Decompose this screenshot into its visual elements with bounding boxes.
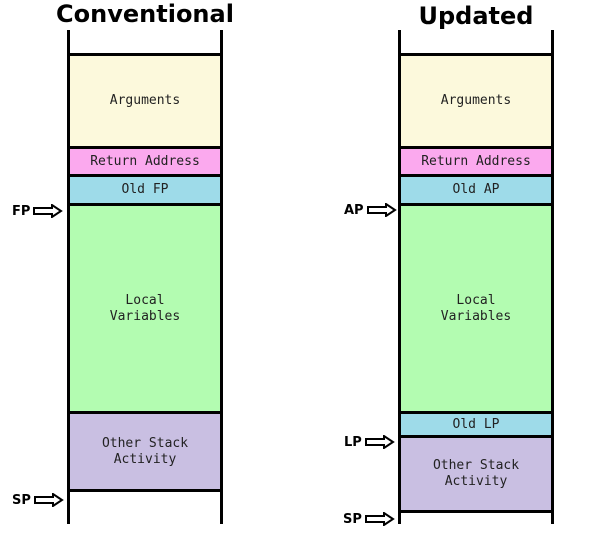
conventional-local-variables-block: Local Variables xyxy=(70,206,220,411)
right-arrow-icon xyxy=(364,512,395,526)
lp-pointer: LP xyxy=(344,434,395,450)
updated-other-stack-block: Other Stack Activity xyxy=(401,438,551,510)
conventional-arguments-block: Arguments xyxy=(70,56,220,146)
sp-pointer-conventional: SP xyxy=(12,492,64,508)
updated-old-ap-block: Old AP xyxy=(401,177,551,203)
updated-arguments-block: Arguments xyxy=(401,56,551,146)
conventional-right-rail xyxy=(220,30,223,524)
conventional-old-fp-block: Old FP xyxy=(70,177,220,203)
fp-pointer: FP xyxy=(12,203,64,219)
updated-left-rail xyxy=(398,30,401,524)
conventional-divider xyxy=(67,489,223,492)
sp-pointer-label: SP xyxy=(12,492,31,508)
sp-pointer-label: SP xyxy=(343,511,362,527)
updated-local-variables-block: Local Variables xyxy=(401,206,551,411)
updated-right-rail xyxy=(551,30,554,524)
conventional-other-stack-block: Other Stack Activity xyxy=(70,414,220,489)
updated-divider xyxy=(398,203,554,206)
lp-pointer-label: LP xyxy=(344,434,362,450)
ap-pointer-label: AP xyxy=(344,202,364,218)
conventional-return-address-block: Return Address xyxy=(70,149,220,174)
right-arrow-icon xyxy=(364,435,395,449)
updated-old-lp-block: Old LP xyxy=(401,414,551,435)
fp-pointer-label: FP xyxy=(12,203,31,219)
updated-divider xyxy=(398,411,554,414)
conventional-left-rail xyxy=(67,30,70,524)
updated-return-address-block: Return Address xyxy=(401,149,551,174)
right-arrow-icon xyxy=(33,493,64,507)
updated-divider xyxy=(398,510,554,513)
conventional-title: Conventional xyxy=(56,0,234,28)
ap-pointer: AP xyxy=(344,202,397,218)
conventional-divider xyxy=(67,174,223,177)
updated-divider xyxy=(398,174,554,177)
conventional-divider xyxy=(67,411,223,414)
updated-divider xyxy=(398,146,554,149)
conventional-divider xyxy=(67,53,223,56)
right-arrow-icon xyxy=(366,203,397,217)
right-arrow-icon xyxy=(33,204,64,218)
sp-pointer-updated: SP xyxy=(343,511,395,527)
updated-title: Updated xyxy=(418,2,534,30)
conventional-divider xyxy=(67,146,223,149)
updated-divider xyxy=(398,53,554,56)
conventional-divider xyxy=(67,203,223,206)
updated-divider xyxy=(398,435,554,438)
